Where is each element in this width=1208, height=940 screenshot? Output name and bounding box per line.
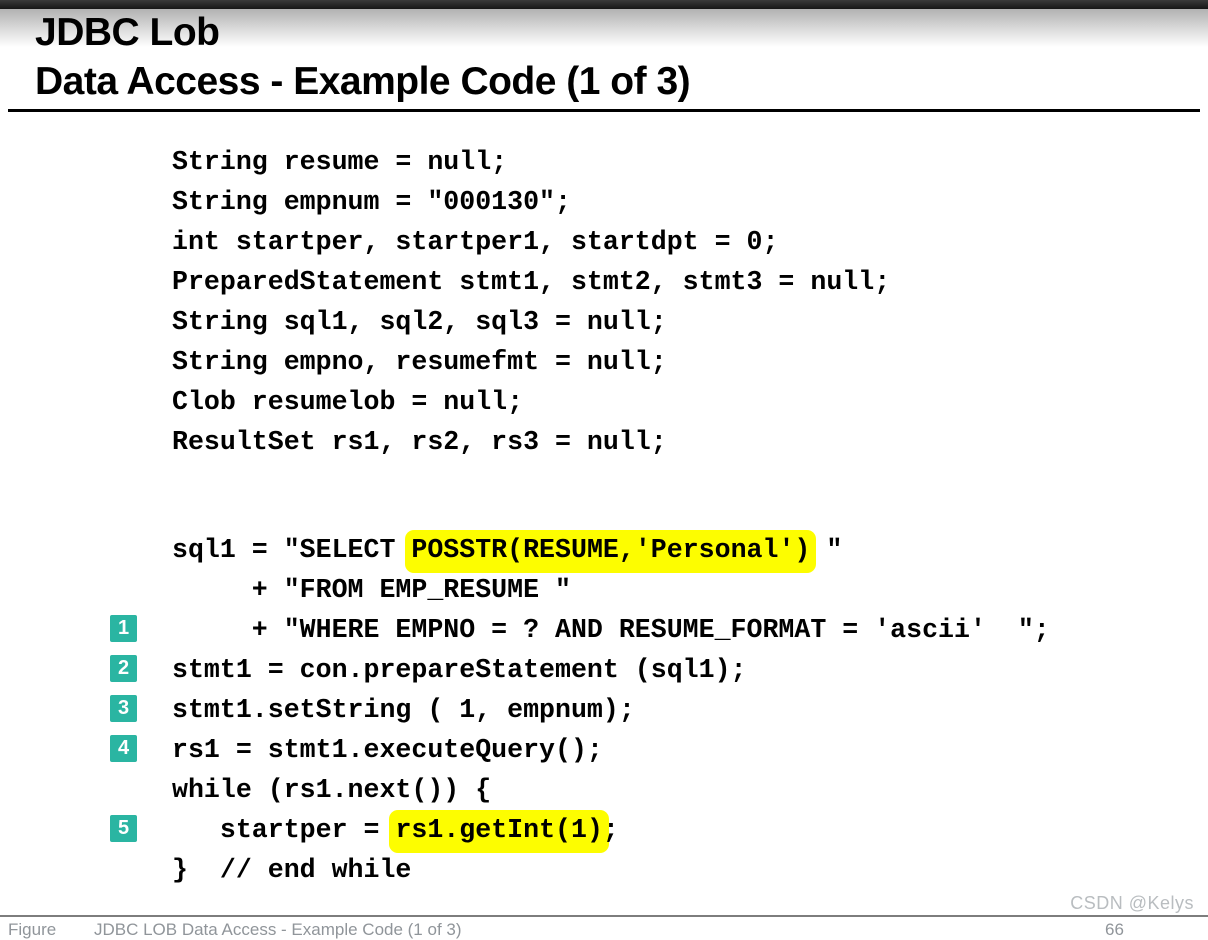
page-number-clipped: 66: [1105, 920, 1124, 939]
code-text: String empno, resumefmt = null;: [172, 347, 667, 377]
code-text: PreparedStatement stmt1, stmt2, stmt3 = …: [172, 267, 891, 297]
code-line: Clob resumelob = null;: [172, 382, 890, 422]
code-line: String resume = null;: [172, 142, 890, 182]
code-text: + "FROM EMP_RESUME ": [172, 575, 571, 605]
figure-caption-clipped: Figure JDBC LOB Data Access - Example Co…: [8, 920, 462, 939]
code-text: sql1 = "SELECT: [172, 535, 412, 565]
code-text: Clob resumelob = null;: [172, 387, 524, 417]
code-line: 4 rs1 = stmt1.executeQuery();: [110, 730, 1050, 770]
code-line: String empnum = "000130";: [172, 182, 890, 222]
code-line: ResultSet rs1, rs2, rs3 = null;: [172, 422, 890, 462]
highlighted-code: POSSTR(RESUME,'Personal'): [405, 530, 817, 573]
step-marker-2: 2: [110, 655, 137, 682]
code-text: ;: [602, 815, 619, 845]
title-underline: [8, 109, 1200, 112]
code-text: String empnum = "000130";: [172, 187, 571, 217]
code-text: } // end while: [172, 855, 412, 885]
slide-title: JDBC Lob Data Access - Example Code (1 o…: [35, 8, 691, 106]
code-text: stmt1.setString ( 1, empnum);: [172, 695, 635, 725]
highlighted-code: rs1.getInt(1): [389, 810, 609, 853]
step-marker-4: 4: [110, 735, 137, 762]
code-line: 5 startper = rs1.getInt(1);: [110, 810, 1050, 853]
code-text: String sql1, sql2, sql3 = null;: [172, 307, 667, 337]
slide-title-line2: Data Access - Example Code (1 of 3): [35, 60, 691, 103]
code-line: sql1 = "SELECT POSSTR(RESUME,'Personal')…: [172, 530, 1050, 573]
code-line: int startper, startper1, startdpt = 0;: [172, 222, 890, 262]
code-text: rs1 = stmt1.executeQuery();: [172, 735, 603, 765]
code-line: } // end while: [172, 850, 1050, 890]
code-text: stmt1 = con.prepareStatement (sql1);: [172, 655, 747, 685]
code-line: String empno, resumefmt = null;: [172, 342, 890, 382]
code-text: while (rs1.next()) {: [172, 775, 492, 805]
code-text: + "WHERE EMPNO = ? AND RESUME_FORMAT = '…: [172, 615, 1050, 645]
page-top-shadow: [0, 9, 1208, 47]
code-text: int startper, startper1, startdpt = 0;: [172, 227, 779, 257]
code-text: startper =: [172, 815, 396, 845]
code-text: ResultSet rs1, rs2, rs3 = null;: [172, 427, 667, 457]
code-line: 3 stmt1.setString ( 1, empnum);: [110, 690, 1050, 730]
step-marker-5: 5: [110, 815, 137, 842]
code-line: while (rs1.next()) {: [172, 770, 1050, 810]
slide-title-line1: JDBC Lob: [35, 11, 220, 54]
code-line: PreparedStatement stmt1, stmt2, stmt3 = …: [172, 262, 890, 302]
code-line: 1 + "WHERE EMPNO = ? AND RESUME_FORMAT =…: [110, 610, 1050, 650]
code-text: ": [810, 535, 843, 565]
step-marker-1: 1: [110, 615, 137, 642]
code-text: String resume = null;: [172, 147, 508, 177]
code-block-statements: sql1 = "SELECT POSSTR(RESUME,'Personal')…: [110, 530, 1050, 890]
step-marker-3: 3: [110, 695, 137, 722]
code-block-declarations: String resume = null; String empnum = "00…: [172, 142, 890, 462]
code-line: 2 stmt1 = con.prepareStatement (sql1);: [110, 650, 1050, 690]
footer-divider: [0, 915, 1208, 917]
code-line: String sql1, sql2, sql3 = null;: [172, 302, 890, 342]
csdn-watermark: CSDN @Kelys: [1070, 893, 1194, 913]
window-top-bar: [0, 0, 1208, 9]
code-line: + "FROM EMP_RESUME ": [172, 570, 1050, 610]
